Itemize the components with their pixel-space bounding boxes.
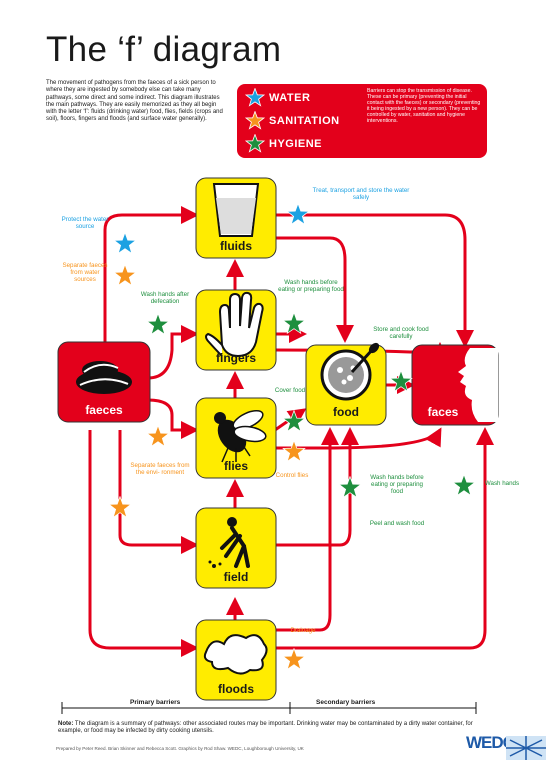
secondary-barriers-label: Secondary barriers xyxy=(316,699,376,706)
caption-control-flies: Control flies xyxy=(275,472,309,479)
hygiene-star-icon xyxy=(146,313,170,335)
hygiene-star-icon xyxy=(245,134,265,153)
node-flies-label: flies xyxy=(223,459,248,473)
node-faeces-label: faeces xyxy=(85,403,123,417)
arrow-faeces-field xyxy=(118,430,199,554)
caption-drainage: Drainage xyxy=(290,627,316,634)
floods-box xyxy=(195,619,277,701)
fly-icon xyxy=(214,409,267,463)
barrier-scale xyxy=(61,702,477,714)
caption-separate-faeces-env: Separate faeces from the envi- ronment xyxy=(130,462,190,477)
arrow-field-food xyxy=(275,427,359,547)
legend-box: WATER SANITATION HYGIENE Barriers can st… xyxy=(237,84,487,158)
sanitation-star-icon xyxy=(113,264,137,286)
food-box xyxy=(305,342,387,426)
legend-hygiene-label: HYGIENE xyxy=(269,138,323,150)
page-title: The ‘f’ diagram xyxy=(46,30,282,69)
caption-separate-faeces-water: Separate faeces from water sources xyxy=(62,262,108,284)
primary-barriers-label: Primary barriers xyxy=(130,699,181,706)
caption-peel-wash: Peel and wash food xyxy=(369,520,425,527)
arrow-flies-faces xyxy=(275,427,442,450)
sanitation-star-icon xyxy=(282,648,306,670)
fingers-box xyxy=(195,289,277,371)
arrow-faeces-floods xyxy=(88,430,199,657)
legend-water: WATER xyxy=(245,88,310,108)
hygiene-star-icon xyxy=(389,370,413,392)
arrow-floods-faces xyxy=(275,427,494,650)
footnote: Note: The diagram is a summary of pathwa… xyxy=(58,721,498,735)
legend-hygiene: HYGIENE xyxy=(245,134,322,154)
face-profile-icon xyxy=(458,348,498,422)
person-digging-icon xyxy=(208,517,250,568)
caption-wash-hands-eating-bottom: Wash hands before eating or preparing fo… xyxy=(370,474,424,496)
sanitation-star-icon xyxy=(146,425,170,447)
caption-cover-food: Cover food xyxy=(274,387,306,394)
fluids-box xyxy=(195,177,277,259)
water-star-icon xyxy=(113,232,137,254)
sanitation-star-icon xyxy=(245,111,265,130)
caption-store-cook: Store and cook food carefully xyxy=(373,326,429,341)
faeces-icon xyxy=(76,361,132,394)
faces-box xyxy=(411,344,499,426)
sanitation-star-icon xyxy=(282,440,306,462)
food-bowl-icon xyxy=(320,342,380,401)
flies-box xyxy=(195,397,277,479)
caption-wash-hands-defecation: Wash hands after defecation xyxy=(140,291,190,306)
node-faces-label: faces xyxy=(427,405,459,419)
arrow-floods-food xyxy=(275,427,339,632)
footnote-label: Note: xyxy=(58,721,74,727)
arrow-faeces-fingers xyxy=(147,325,199,380)
caption-wash-hands-eating-top: Wash hands before eating or preparing fo… xyxy=(278,279,344,294)
footnote-text: The diagram is a summary of pathways: ot… xyxy=(58,721,473,734)
water-star-icon xyxy=(245,88,265,107)
flood-water-icon xyxy=(203,634,268,675)
arrow-faeces-fluids xyxy=(103,206,199,342)
barrier-stars xyxy=(108,203,476,670)
arrow-faeces-flies xyxy=(147,398,199,439)
node-food-label: food xyxy=(333,405,359,419)
hygiene-star-icon xyxy=(452,474,476,496)
field-box xyxy=(195,507,277,589)
faeces-box xyxy=(57,341,151,423)
node-field-label: field xyxy=(223,570,249,584)
node-fluids-label: fluids xyxy=(220,239,252,253)
intro-text: The movement of pathogens from the faece… xyxy=(46,80,223,123)
pathway-arrows xyxy=(88,206,494,657)
legend-water-label: WATER xyxy=(269,92,311,104)
arrow-fluids-food xyxy=(275,236,354,343)
hygiene-star-icon xyxy=(282,410,306,432)
legend-note: Barriers can stop the transmission of di… xyxy=(367,88,481,124)
legend-sanitation: SANITATION xyxy=(245,111,340,131)
caption-wash-hands: Wash hands xyxy=(484,480,520,487)
node-floods-label: floods xyxy=(218,682,254,696)
caption-treat-water: Treat, transport and store the water saf… xyxy=(312,187,410,202)
glass-icon xyxy=(212,183,260,237)
globe-logo-icon xyxy=(506,736,546,760)
hygiene-star-icon xyxy=(282,312,306,334)
hand-icon xyxy=(205,291,264,358)
credit-text: Prepared by Peter Reed. Brian Skinner an… xyxy=(56,746,304,751)
legend-sanitation-label: SANITATION xyxy=(269,115,340,127)
wedc-logo: WEDC xyxy=(466,733,515,752)
arrow-fluids-faces xyxy=(275,213,474,348)
node-fingers-label: fingers xyxy=(215,351,256,365)
caption-protect-source: Protect the water source xyxy=(61,216,109,231)
water-star-icon xyxy=(286,203,310,225)
